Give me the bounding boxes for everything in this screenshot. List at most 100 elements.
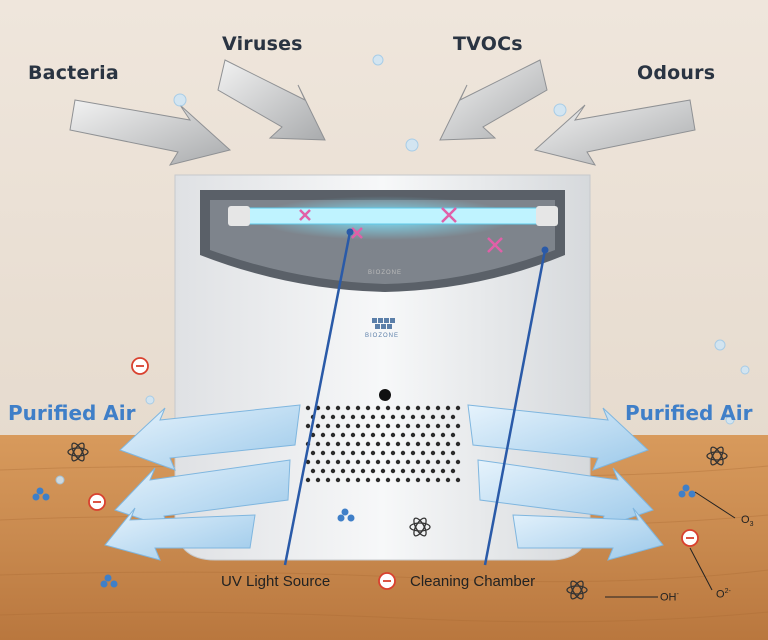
microbe-marks: [299, 207, 503, 253]
grille-hole: [415, 441, 421, 447]
grille-hole: [435, 459, 441, 465]
grille-hole: [375, 405, 381, 411]
purified-air-arrows: [104, 404, 664, 561]
grille-hole: [430, 450, 436, 456]
brand-front-text: BIOZONE: [365, 333, 400, 339]
label-o3: O3: [741, 514, 754, 529]
grille-hole: [345, 441, 351, 447]
brand-lid-text: BIOZONE: [368, 270, 403, 276]
grille-hole: [345, 459, 351, 465]
grille-hole: [425, 477, 431, 483]
grille-hole: [400, 468, 406, 474]
grille-hole: [390, 414, 396, 420]
grille-hole: [365, 423, 371, 429]
grille-hole: [385, 423, 391, 429]
grille-hole: [370, 432, 376, 438]
grille-hole: [420, 432, 426, 438]
grille-hole: [365, 459, 371, 465]
grille-hole: [345, 423, 351, 429]
biozone-logo-mark: [372, 318, 395, 329]
grille-hole: [395, 441, 401, 447]
grille-hole: [305, 405, 311, 411]
grille-hole: [340, 432, 346, 438]
grille-hole: [355, 459, 361, 465]
negative-ion-icons: [88, 357, 699, 590]
grille-hole: [360, 450, 366, 456]
grille-hole: [350, 432, 356, 438]
grille-hole: [455, 459, 461, 465]
grille-hole: [380, 468, 386, 474]
label-viruses: Viruses: [222, 33, 303, 55]
grille-hole: [365, 441, 371, 447]
grille-hole: [395, 423, 401, 429]
grille-hole: [360, 414, 366, 420]
grille-hole: [410, 414, 416, 420]
grille-hole: [315, 441, 321, 447]
grille-hole: [405, 405, 411, 411]
label-purified-air-right: Purified Air: [625, 401, 753, 425]
grille-hole: [405, 423, 411, 429]
grille-hole: [415, 477, 421, 483]
grille-hole: [360, 432, 366, 438]
grille-hole: [335, 405, 341, 411]
power-button: [379, 389, 391, 401]
grille-hole: [385, 405, 391, 411]
label-hydroxyl-ion: OH-: [660, 591, 679, 604]
grille-hole: [445, 441, 451, 447]
grille-hole: [390, 450, 396, 456]
grille-hole: [415, 405, 421, 411]
grille-hole: [435, 477, 441, 483]
grille-hole: [445, 477, 451, 483]
incoming-arrows: [69, 59, 696, 166]
grille-hole: [390, 468, 396, 474]
molecule-icons: [32, 484, 696, 588]
grille-hole: [385, 477, 391, 483]
air-grille: [305, 405, 461, 483]
grille-hole: [330, 414, 336, 420]
grille-hole: [450, 450, 456, 456]
grille-hole: [450, 432, 456, 438]
label-uv-light-source: UV Light Source: [221, 573, 331, 590]
grille-hole: [350, 450, 356, 456]
grille-hole: [350, 468, 356, 474]
label-tvocs: TVOCs: [453, 33, 523, 55]
grille-hole: [320, 468, 326, 474]
grille-hole: [335, 477, 341, 483]
grille-hole: [420, 414, 426, 420]
grille-hole: [440, 450, 446, 456]
label-o2-ion: O2-: [716, 588, 731, 601]
grille-hole: [355, 477, 361, 483]
grille-hole: [330, 432, 336, 438]
grille-hole: [335, 441, 341, 447]
grille-hole: [310, 432, 316, 438]
grille-hole: [305, 477, 311, 483]
grille-hole: [430, 468, 436, 474]
grille-hole: [315, 477, 321, 483]
grille-hole: [340, 414, 346, 420]
grille-hole: [310, 468, 316, 474]
grille-hole: [370, 414, 376, 420]
grille-hole: [425, 405, 431, 411]
grille-hole: [400, 450, 406, 456]
grille-hole: [365, 405, 371, 411]
grille-hole: [315, 459, 321, 465]
grille-hole: [345, 405, 351, 411]
grille-hole: [385, 459, 391, 465]
grille-hole: [405, 459, 411, 465]
grille-hole: [395, 477, 401, 483]
grille-hole: [380, 450, 386, 456]
grille-hole: [330, 468, 336, 474]
grille-hole: [430, 432, 436, 438]
uv-lamp-tube: [241, 207, 543, 225]
grille-hole: [440, 432, 446, 438]
grille-hole: [450, 468, 456, 474]
grille-hole: [370, 468, 376, 474]
grille-hole: [325, 405, 331, 411]
grille-hole: [410, 450, 416, 456]
grille-hole: [450, 414, 456, 420]
grille-hole: [380, 414, 386, 420]
grille-hole: [440, 414, 446, 420]
grille-hole: [445, 459, 451, 465]
grille-hole: [390, 432, 396, 438]
grille-hole: [365, 477, 371, 483]
